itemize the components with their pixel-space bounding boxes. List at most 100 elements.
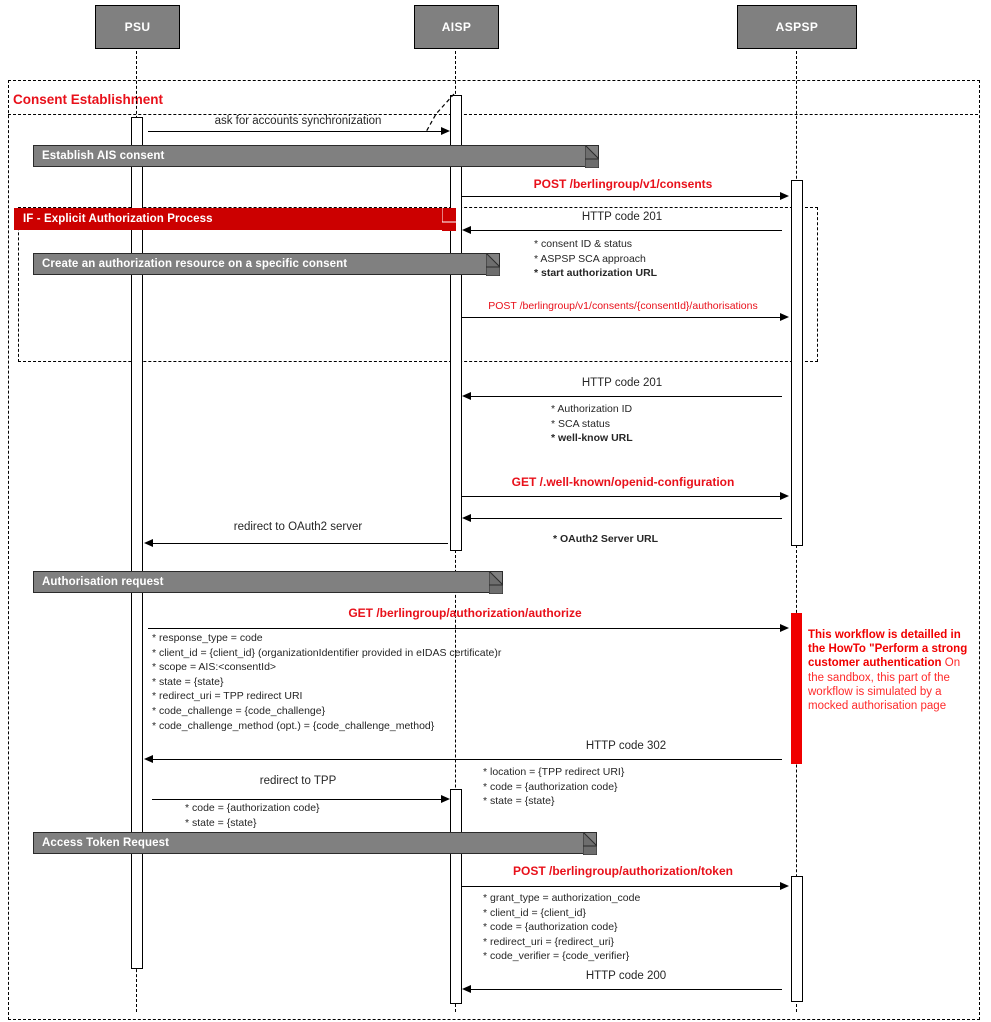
message-line-m6 — [462, 496, 782, 497]
participant-aisp-label: AISP — [441, 20, 472, 34]
note-line: * state = {state} — [152, 675, 224, 688]
banner-if-explicit-authorization: IF - Explicit Authorization Process — [14, 208, 456, 231]
banner-establish-ais-consent: Establish AIS consent — [33, 145, 599, 168]
participant-psu[interactable]: PSU — [95, 5, 180, 49]
frame-title-separator — [8, 114, 978, 115]
aisp-create-connector — [425, 93, 455, 133]
message-arrowhead-m5 — [462, 392, 471, 400]
note-oauth-server-url: * OAuth2 Server URL — [553, 532, 658, 547]
participant-aspsp[interactable]: ASPSP — [737, 5, 857, 49]
message-line-m9 — [148, 628, 782, 629]
message-arrowhead-m13 — [462, 985, 471, 993]
note-line: * state = {state} — [483, 795, 555, 808]
frame-consent-establishment — [8, 80, 980, 1020]
note-line: * state = {state} — [185, 816, 257, 829]
message-arrowhead-m3 — [462, 226, 471, 234]
message-line-m1 — [148, 131, 443, 132]
note-authorize-params: * response_type = code * client_id = {cl… — [152, 631, 501, 733]
note-line: * scope = AIS:<consentId> — [152, 661, 277, 674]
note-line: * redirect_uri = {redirect_uri} — [483, 935, 615, 948]
banner-authorisation-request-label: Authorisation request — [42, 576, 164, 588]
message-line-m7 — [470, 518, 782, 519]
banner-if-explicit-authorization-label: IF - Explicit Authorization Process — [23, 213, 213, 225]
message-arrowhead-m6 — [780, 492, 789, 500]
message-label-m4: POST /berlingroup/v1/consents/{consentId… — [488, 300, 758, 312]
message-arrowhead-m10 — [144, 755, 153, 763]
message-label-m11: redirect to TPP — [259, 775, 337, 787]
note-line: * OAuth2 Server URL — [553, 533, 659, 545]
note-consent-201: * consent ID & status * ASPSP SCA approa… — [534, 237, 657, 281]
note-line: * code_verifier = {code_verifier} — [483, 950, 630, 963]
note-line: * client_id = {client_id} (organizationI… — [152, 646, 502, 659]
message-label-m1: ask for accounts synchronization — [214, 115, 382, 127]
message-arrowhead-m11 — [441, 795, 450, 803]
message-line-m2 — [462, 196, 782, 197]
message-label-m12: POST /berlingroup/authorization/token — [512, 864, 733, 878]
annotation-bold-text: This workflow is detailled in the HowTo … — [808, 629, 968, 670]
note-line: * grant_type = authorization_code — [483, 892, 641, 904]
banner-fold-icon — [486, 253, 500, 276]
banner-fold-icon — [583, 832, 597, 855]
message-line-m4 — [462, 317, 782, 318]
note-line: * Authorization ID — [551, 403, 633, 415]
banner-fold-icon — [585, 145, 599, 168]
note-line: * client_id = {client_id} — [483, 906, 587, 919]
message-arrowhead-m1 — [441, 127, 450, 135]
banner-create-auth-resource-label: Create an authorization resource on a sp… — [42, 258, 348, 270]
message-label-m2: POST /berlingroup/v1/consents — [533, 177, 713, 191]
note-line: * response_type = code — [152, 632, 263, 644]
banner-fold-icon — [442, 208, 456, 231]
annotation-text: This workflow is detailled in the HowTo … — [808, 628, 976, 713]
annotation-light-text: On the sandbox, this part of the workflo… — [808, 657, 961, 713]
message-arrowhead-m7 — [462, 514, 471, 522]
banner-access-token-request-label: Access Token Request — [42, 837, 170, 849]
note-line: * well-know URL — [551, 432, 633, 445]
message-line-m11 — [152, 799, 443, 800]
message-line-m12 — [462, 886, 782, 887]
message-arrowhead-m8 — [144, 539, 153, 547]
note-line: * code_challenge = {code_challenge} — [152, 704, 326, 717]
activation-aspsp-2 — [791, 876, 803, 1002]
note-line: * consent ID & status — [534, 238, 633, 250]
message-arrowhead-m9 — [780, 624, 789, 632]
note-line: * redirect_uri = TPP redirect URI — [152, 690, 303, 703]
banner-access-token-request: Access Token Request — [33, 832, 597, 855]
message-label-m9: GET /berlingroup/authorization/authorize — [348, 606, 582, 620]
note-line: * location = {TPP redirect URI} — [483, 766, 625, 778]
activation-aspsp — [791, 180, 803, 546]
message-label-m5: HTTP code 201 — [581, 377, 663, 389]
message-label-m10: HTTP code 302 — [585, 740, 667, 752]
note-line: * code = {authorization code} — [483, 780, 618, 793]
message-line-m10 — [152, 759, 782, 760]
note-line: * SCA status — [551, 417, 610, 430]
note-tpp-redirect: * code = {authorization code} * state = … — [185, 801, 320, 830]
message-line-m5 — [470, 396, 782, 397]
message-arrowhead-m4 — [780, 313, 789, 321]
note-line: * start authorization URL — [534, 267, 658, 280]
banner-establish-ais-consent-label: Establish AIS consent — [42, 150, 165, 162]
message-label-m13: HTTP code 200 — [585, 970, 667, 982]
message-label-m3: HTTP code 201 — [581, 211, 663, 223]
message-label-m6: GET /.well-known/openid-configuration — [511, 475, 735, 489]
note-line: * code_challenge_method (opt.) = {code_c… — [152, 719, 435, 732]
banner-fold-icon — [489, 571, 503, 594]
note-line: * code = {authorization code} — [483, 921, 618, 934]
note-line: * ASPSP SCA approach — [534, 252, 646, 265]
participant-psu-label: PSU — [124, 20, 151, 34]
participant-aisp[interactable]: AISP — [414, 5, 499, 49]
note-authorisation-201: * Authorization ID * SCA status * well-k… — [551, 402, 633, 446]
annotation-accent-bar — [791, 613, 802, 764]
participant-aspsp-label: ASPSP — [775, 20, 819, 34]
message-line-m8 — [152, 543, 448, 544]
message-label-m8: redirect to OAuth2 server — [233, 521, 363, 533]
banner-authorisation-request: Authorisation request — [33, 571, 503, 594]
message-arrowhead-m2 — [780, 192, 789, 200]
message-arrowhead-m12 — [780, 882, 789, 890]
frame-consent-establishment-title: Consent Establishment — [13, 92, 164, 107]
message-line-m13 — [470, 989, 782, 990]
activation-psu — [131, 117, 143, 969]
note-line: * code = {authorization code} — [185, 802, 320, 814]
banner-create-auth-resource: Create an authorization resource on a sp… — [33, 253, 500, 276]
activation-aisp-2 — [450, 789, 462, 1004]
